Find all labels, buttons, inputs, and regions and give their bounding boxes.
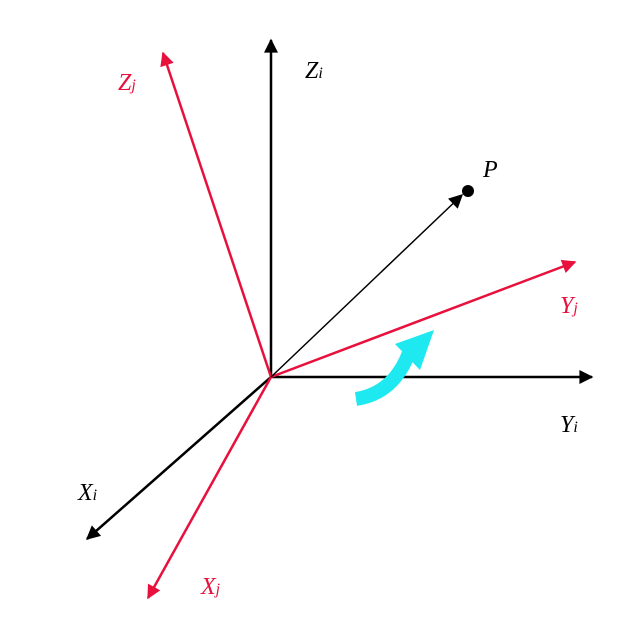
x-i-axis [85,376,272,540]
label-x-j: Xj [200,574,221,600]
label-z-j: Zj [118,70,136,96]
z-j-axis [160,51,273,378]
y-j-axis [270,259,577,379]
label-y-i: Yi [560,412,578,438]
rotation-arrow-icon [354,330,434,406]
label-x-i: Xi [77,480,97,506]
label-y-j: Yj [560,293,578,319]
position-vector-p [270,194,464,378]
x-j-axis [146,376,273,600]
point-p-dot [462,185,474,197]
label-point-p: P [482,157,498,183]
label-z-i: Zi [305,58,323,84]
